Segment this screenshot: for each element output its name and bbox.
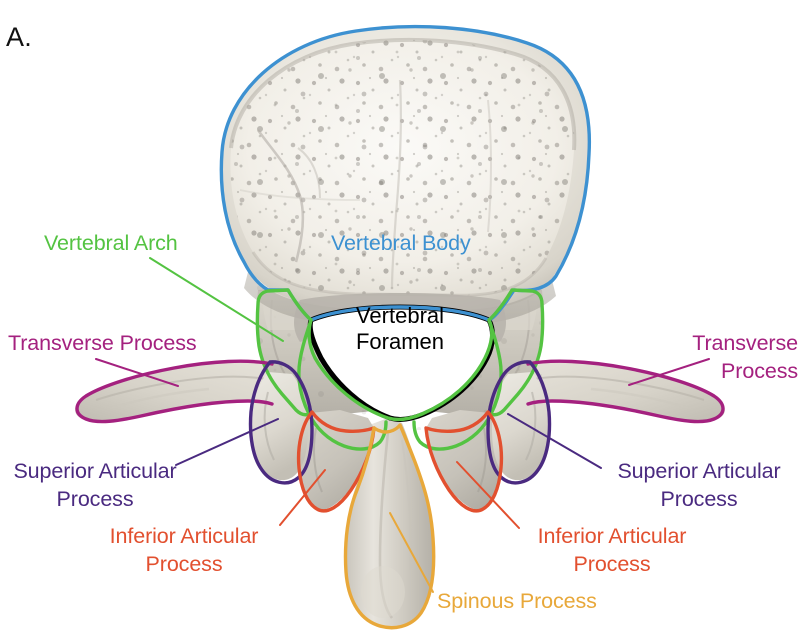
- leader-spinous-process: [389, 512, 434, 593]
- outline-inferior-articular-right: [424, 410, 504, 513]
- spinous-process-bone: [345, 418, 433, 628]
- label-inferior-articular-process-right: Inferior Articular Process: [537, 524, 687, 576]
- superior-articular-process-left-bone: [251, 372, 308, 481]
- label-vertebral-body: Vertebral Body: [331, 231, 471, 255]
- leader-superior-articular-left: [175, 418, 279, 466]
- label-vertebral-foramen: Vertebral Foramen: [355, 303, 445, 355]
- inferior-articular-process-left-bone: [297, 410, 374, 510]
- outline-superior-articular-left: [248, 360, 314, 485]
- label-inferior-articular-process-left: Inferior Articular Process: [109, 524, 259, 576]
- outline-arch-foramen-rim: [307, 318, 494, 422]
- label-transverse-process-left: Transverse Process: [8, 331, 197, 355]
- outline-transverse-process-right: [526, 359, 725, 424]
- leader-superior-articular-right: [507, 413, 602, 469]
- superior-articular-process-right-bone: [492, 372, 549, 481]
- outline-inferior-articular-left: [296, 410, 376, 513]
- label-spinous-process: Spinous Process: [437, 589, 597, 613]
- leader-inferior-articular-right: [456, 461, 520, 529]
- vertebral-body-bone: [221, 26, 590, 326]
- label-superior-articular-process-right: Superior Articular Process: [617, 459, 781, 511]
- transverse-process-left-bone: [75, 361, 272, 422]
- label-transverse-process-right: Transverse Process: [692, 331, 798, 383]
- leader-transverse-process-right: [628, 358, 710, 386]
- label-vertebral-arch: Vertebral Arch: [44, 231, 178, 255]
- outline-spinous-process: [343, 423, 436, 630]
- leader-transverse-process-left: [95, 358, 179, 387]
- outline-arch-lamina-right: [412, 412, 493, 451]
- outline-superior-articular-right: [486, 360, 552, 485]
- label-superior-articular-process-left: Superior Articular Process: [13, 459, 177, 511]
- leader-vertebral-arch: [149, 257, 284, 342]
- outline-transverse-process-left: [75, 359, 274, 424]
- panel-letter: A.: [6, 22, 32, 52]
- transverse-process-right-bone: [528, 361, 725, 422]
- leader-inferior-articular-left: [279, 469, 326, 526]
